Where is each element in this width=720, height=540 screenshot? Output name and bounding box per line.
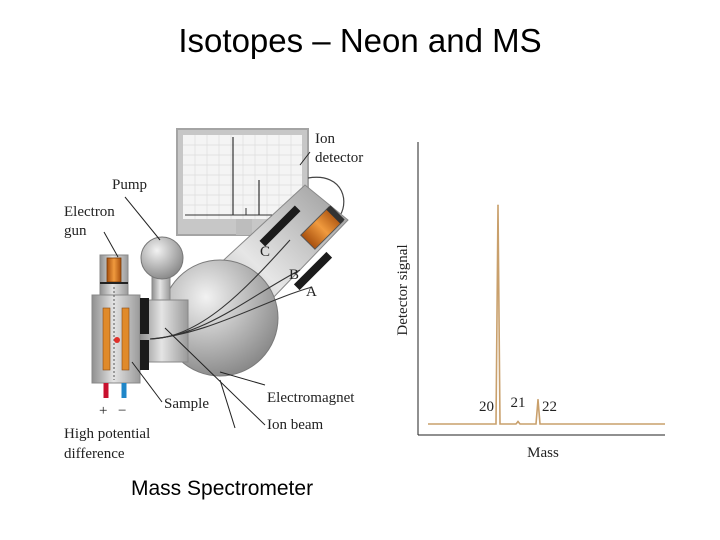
- sample-label: Sample: [164, 396, 209, 412]
- peak-label-22: 22: [542, 399, 557, 415]
- x-axis-label: Mass: [527, 445, 559, 461]
- y-axis-label: Detector signal: [395, 244, 411, 335]
- beam-b-label: B: [289, 267, 299, 283]
- beam-a-label: A: [306, 284, 317, 300]
- electromagnet-label: Electromagnet: [267, 390, 355, 406]
- peak-label-21: 21: [511, 395, 526, 411]
- slide-caption: Mass Spectrometer: [131, 477, 314, 500]
- pump: [140, 236, 184, 301]
- difference-label: difference: [64, 446, 125, 462]
- spectrum-series-line: [428, 205, 665, 425]
- pump-label: Pump: [112, 177, 147, 193]
- detector-cable: [307, 176, 345, 219]
- electron-label: Electron: [64, 204, 115, 220]
- peak-label-20: 20: [479, 399, 494, 415]
- mass-spectrum-chart: Detector signal Mass 20 21 22: [395, 142, 665, 461]
- slide-title: Isotopes – Neon and MS: [178, 22, 542, 59]
- high-potential-label: High potential: [64, 426, 150, 442]
- detector-monitor: [176, 128, 309, 236]
- ion-beam-label: Ion beam: [267, 417, 324, 433]
- beam-a: [149, 286, 313, 340]
- plus-sign: +: [99, 403, 107, 419]
- ion-label: Ion: [315, 131, 335, 147]
- beam-c-label: C: [260, 244, 270, 260]
- ion-beams: [149, 239, 313, 340]
- peak-21: [517, 420, 519, 423]
- gun-label: gun: [64, 223, 87, 239]
- leader-lines: [103, 151, 311, 429]
- minus-sign: −: [118, 403, 126, 419]
- ionization-chamber: [91, 287, 189, 398]
- ion-detector: [300, 205, 345, 250]
- detector-label: detector: [315, 150, 363, 166]
- peak-22: [537, 398, 539, 401]
- peak-20: [497, 204, 499, 207]
